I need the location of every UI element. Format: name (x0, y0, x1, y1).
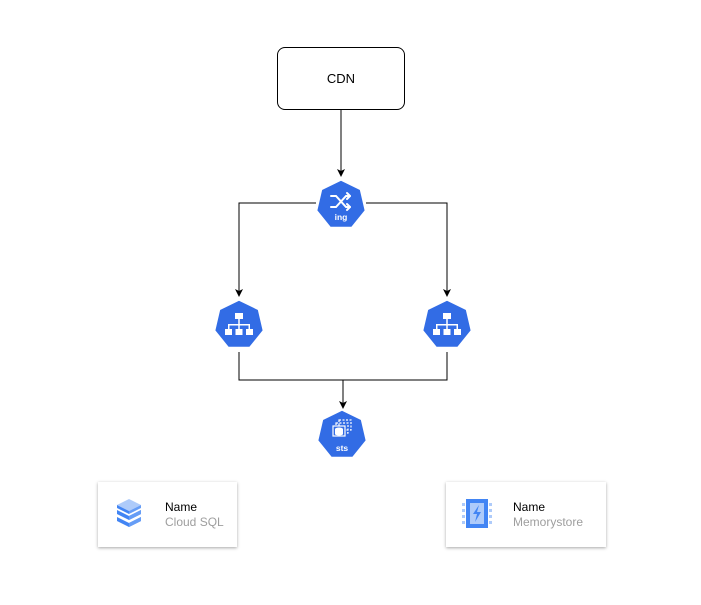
hierarchy-icon (225, 313, 253, 335)
right-service-node[interactable] (421, 299, 473, 349)
hierarchy-icon (433, 313, 461, 335)
database-copy-icon (332, 419, 352, 437)
memorystore-product: Memorystore (513, 515, 584, 529)
ingress-heptagon (315, 179, 367, 229)
left-service-node[interactable] (213, 299, 265, 349)
edge-services-join (238, 352, 448, 381)
memorystore-icon (462, 499, 492, 528)
ingress-label: ing (335, 212, 348, 222)
cloud-sql-icon (117, 499, 141, 527)
memorystore-name: Name (513, 500, 546, 514)
cdn-label: CDN (326, 71, 356, 86)
edge-ingress-to-left-service (235, 202, 316, 297)
memorystore-card[interactable]: Name Memorystore (446, 482, 606, 547)
edge-ingress-to-right-service (366, 202, 451, 297)
ingress-node[interactable]: ing (315, 179, 367, 229)
cloud-sql-card[interactable]: Name Cloud SQL (98, 482, 237, 547)
statefulset-label: sts (336, 443, 349, 453)
cloud-sql-name: Name (165, 500, 198, 514)
shuffle-icon (330, 192, 351, 211)
statefulset-node[interactable]: sts (316, 409, 368, 459)
cdn-box[interactable]: CDN (277, 47, 405, 110)
cloud-sql-product: Cloud SQL (165, 515, 224, 529)
